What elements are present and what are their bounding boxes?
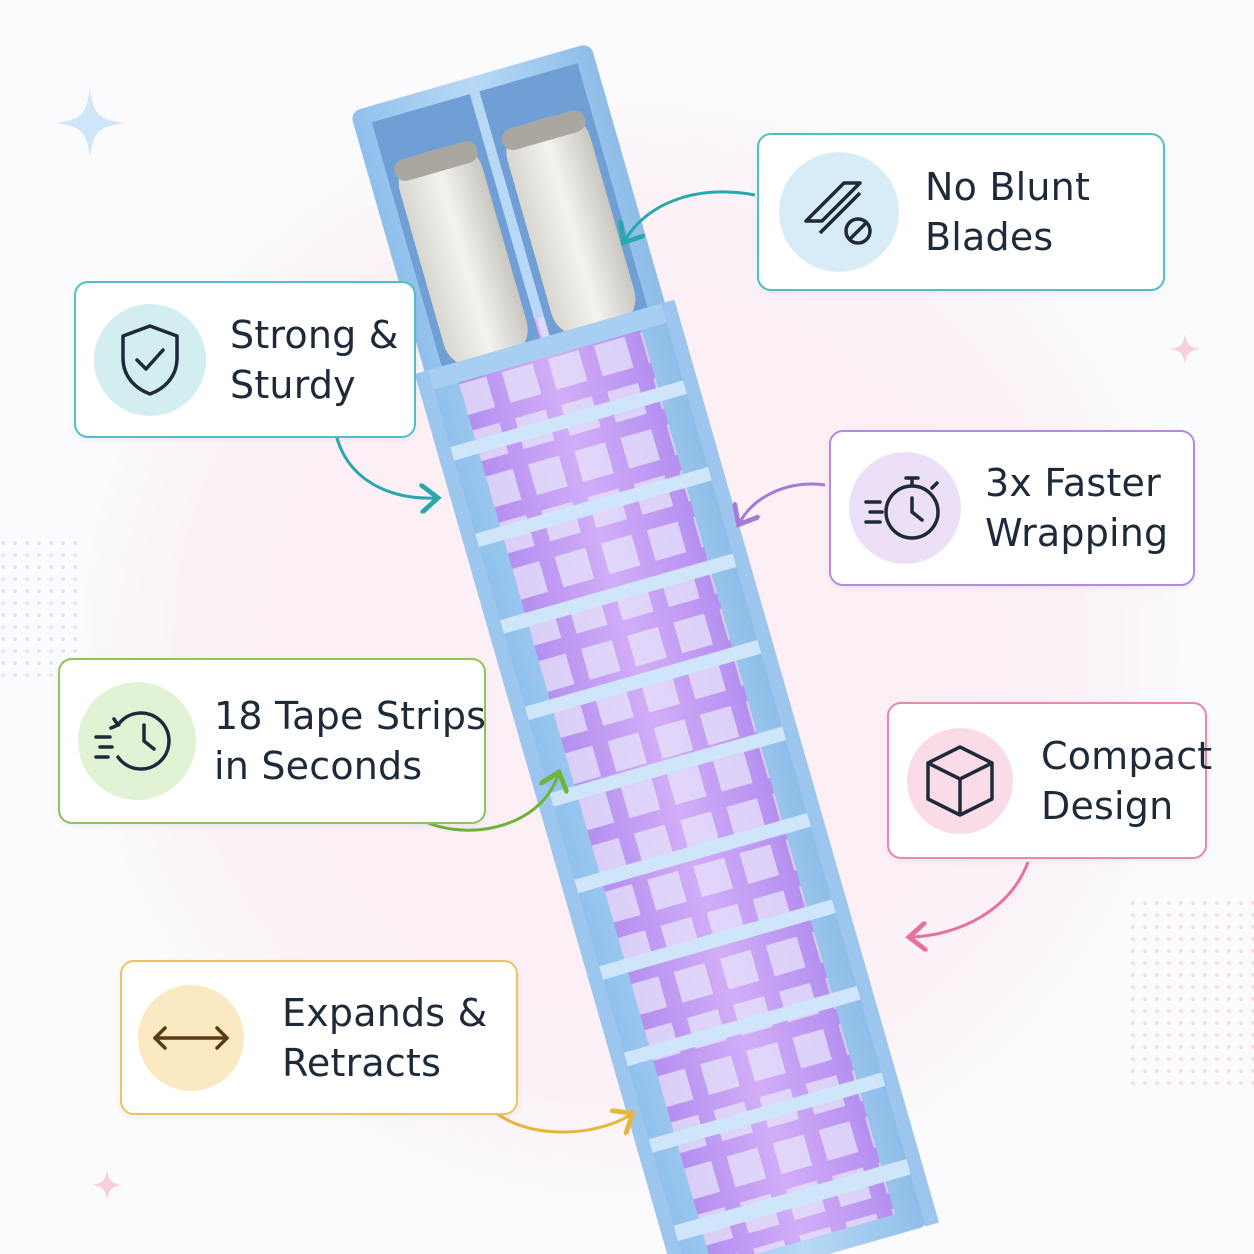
callout-no-blunt-blades: No Blunt Blades (757, 133, 1165, 291)
callout-line-1: 18 Tape Strips (214, 694, 487, 738)
icon-badge (94, 303, 206, 416)
icon-badge (907, 727, 1013, 834)
dot-pattern (0, 540, 80, 680)
callout-faster-wrapping: 3x Faster Wrapping (829, 430, 1195, 586)
sparkle-icon (1170, 334, 1200, 364)
callout-compact-design: Compact Design (887, 702, 1212, 859)
callout-label: 3x Faster Wrapping (985, 458, 1168, 558)
double-arrow-icon (153, 1025, 229, 1050)
blade-slash-icon (804, 181, 872, 245)
callout-line-1: 3x Faster (985, 461, 1161, 505)
callout-line-1: Expands & (282, 990, 488, 1035)
callout-line-2: Wrapping (985, 511, 1169, 555)
callout-strong-sturdy: Strong & Sturdy (74, 281, 416, 438)
shield-check-icon (121, 323, 179, 396)
callout-label: No Blunt Blades (925, 162, 1090, 262)
icon-badge (779, 152, 899, 272)
callout-label: Compact Design (1041, 731, 1212, 831)
callout-label: 18 Tape Strips in Seconds (214, 691, 486, 791)
callout-line-2: Retracts (282, 1040, 442, 1085)
callout-line-2: Design (1041, 783, 1174, 828)
clock-speed-icon (94, 711, 171, 771)
callout-label: Strong & Sturdy (230, 310, 399, 410)
callout-line-2: Blades (925, 215, 1054, 259)
sparkle-icon (92, 1170, 122, 1200)
callout-line-2: Sturdy (230, 362, 356, 407)
callout-line-1: Strong & (230, 312, 399, 357)
callout-tape-strips: 18 Tape Strips in Seconds (58, 658, 486, 824)
callout-line-2: in Seconds (214, 744, 423, 788)
icon-badge (78, 682, 196, 800)
icon-badge (138, 984, 244, 1091)
callout-label: Expands & Retracts (282, 988, 487, 1088)
icon-badge (849, 452, 961, 564)
stopwatch-icon (864, 476, 940, 540)
cube-icon (926, 744, 994, 817)
sparkle-icon (56, 89, 124, 157)
callout-line-1: No Blunt (925, 165, 1091, 209)
dot-pattern (1130, 900, 1254, 1090)
callout-expands-retracts: Expands & Retracts (120, 960, 518, 1115)
callout-line-1: Compact (1041, 733, 1213, 778)
